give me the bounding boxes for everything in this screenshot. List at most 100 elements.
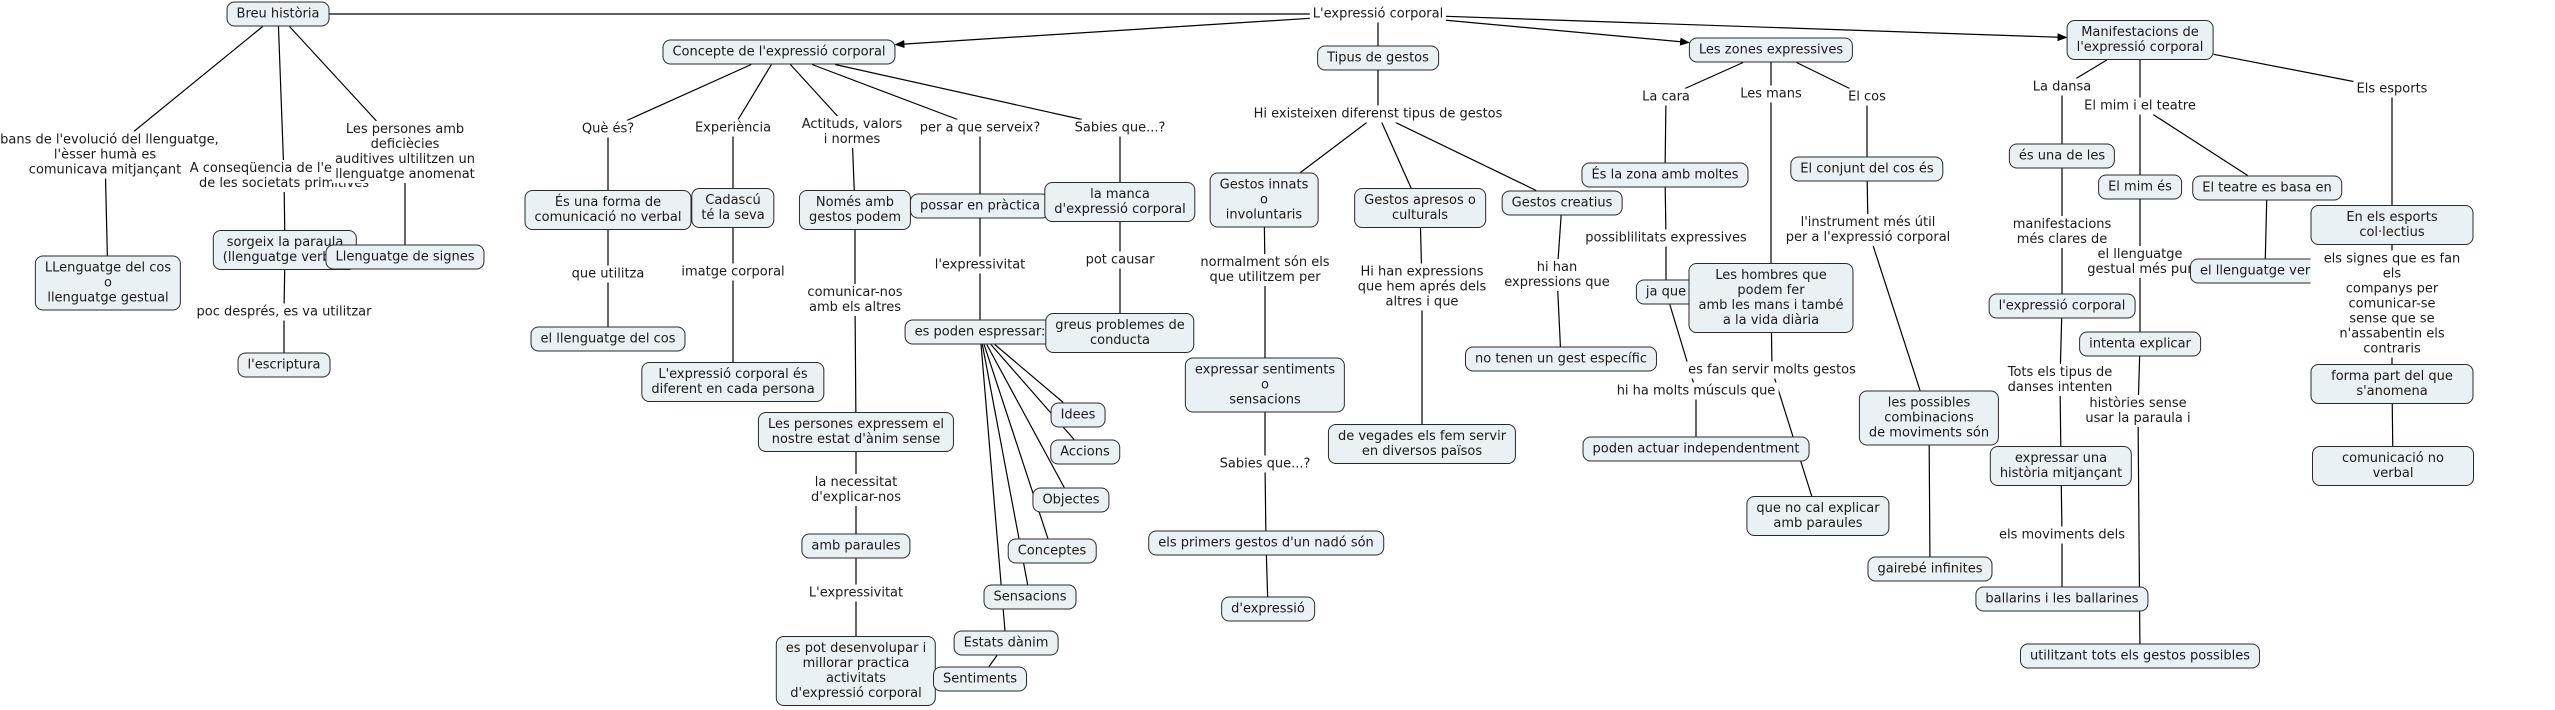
connector-formapart-to-comnoverbal <box>2391 403 2394 447</box>
concept-node-lexpcorp[interactable]: l'expressió corporal <box>1988 293 2136 319</box>
concept-node-jaque[interactable]: ja que <box>1635 279 1697 305</box>
connector-breu-to-l-abans <box>133 26 264 132</box>
link-label-l-normalment: normalment són els que utilitzem per <box>1197 254 1333 286</box>
concept-node-formapart[interactable]: forma part del que s'anomena <box>2310 364 2474 404</box>
concept-node-accions[interactable]: Accions <box>1050 439 1120 465</box>
link-label-l-manifest: manifestacions més clares de <box>2009 216 2115 248</box>
connector-zones-to-l-cos <box>1796 61 1850 90</box>
concept-node-diferent[interactable]: L'expressió corporal és diferent en cada… <box>641 362 825 402</box>
concept-node-elmimes[interactable]: El mim és <box>2098 174 2182 200</box>
concept-node-escriptura[interactable]: l'escriptura <box>237 352 331 378</box>
concept-node-zones[interactable]: Les zones expressives <box>1688 37 1854 63</box>
concept-node-gairebe[interactable]: gairebé infinites <box>1867 556 1993 582</box>
concept-node-manca[interactable]: la manca d'expressió corporal <box>1044 182 1196 222</box>
link-label-root: L'expressió corporal <box>1309 5 1447 23</box>
connector-l-cara-to-eslazona <box>1664 105 1667 163</box>
concept-node-creatius[interactable]: Gestos creatius <box>1501 190 1623 216</box>
concept-node-conceptes[interactable]: Conceptes <box>1007 538 1097 564</box>
concept-node-nomes[interactable]: Només amb gestos podem <box>798 190 912 230</box>
concept-node-possar[interactable]: possar en pràctica <box>909 193 1051 219</box>
concept-node-esunade[interactable]: és una de les <box>2008 143 2116 169</box>
concept-node-conjunt[interactable]: El conjunt del cos és <box>1790 156 1944 182</box>
connector-eslazona-to-l-possib <box>1664 187 1667 230</box>
link-label-l-muscul: hi ha molts músculs que <box>1613 382 1779 400</box>
connector-teatre-to-llverbal <box>2264 200 2268 259</box>
concept-node-primers[interactable]: els primers gestos d'un nadó són <box>1148 530 1384 556</box>
connector-expunahist-to-l-moviments <box>2060 485 2063 527</box>
connector-zones-to-l-cara <box>1684 61 1744 90</box>
concept-node-signes[interactable]: Llenguatge de signes <box>325 244 485 270</box>
connector-l-comunicar-to-lespersones <box>854 315 857 413</box>
concept-node-hombres[interactable]: Les hombres que podem fer amb les mans i… <box>1688 263 1854 333</box>
concept-node-sentiments[interactable]: Sentiments <box>933 666 1027 692</box>
concept-node-concepte[interactable]: Concepte de l'expressió corporal <box>662 39 896 65</box>
concept-node-tipus[interactable]: Tipus de gestos <box>1317 45 1439 71</box>
connector-l-abans-to-llcos <box>104 178 108 256</box>
concept-node-notenen[interactable]: no tenen un gest específic <box>1464 346 1658 372</box>
concept-node-espot[interactable]: es pot desenvolupar i millorar practica … <box>775 636 937 706</box>
connector-concepte-to-l-actituds <box>789 64 838 117</box>
connector-conjunt-to-l-instrument <box>1866 181 1869 215</box>
link-label-l-comunicar: comunicar-nos amb els altres <box>804 284 906 316</box>
concept-node-objectes[interactable]: Objectes <box>1032 487 1110 513</box>
connector-l-mim-to-teatre <box>2152 113 2248 177</box>
link-label-l-esports: Els esports <box>2353 80 2431 98</box>
concept-node-poden[interactable]: poden actuar independentment <box>1582 436 1810 462</box>
concept-node-breu[interactable]: Breu història <box>226 1 330 27</box>
link-label-l-exp: Experiència <box>691 119 775 137</box>
connector-root-to-concepte <box>894 17 1311 49</box>
link-label-l-que: Què és? <box>578 120 638 138</box>
concept-node-cadascu[interactable]: Cadascú té la seva <box>691 188 775 228</box>
concept-node-idees[interactable]: Idees <box>1050 402 1106 428</box>
connector-l-actituds-to-nomes <box>852 147 855 191</box>
concept-node-elllcos[interactable]: el llenguatge del cos <box>530 326 686 352</box>
concept-node-estats[interactable]: Estats dànim <box>953 630 1059 656</box>
link-label-l-sabies: Sabies que...? <box>1071 119 1169 137</box>
concept-node-esuna[interactable]: És una forma de comunicació no verbal <box>524 190 692 230</box>
connector-primers-to-dexpressio <box>1265 555 1269 597</box>
concept-node-greus[interactable]: greus problemes de conducta <box>1045 313 1195 353</box>
concept-node-utilitzant[interactable]: utilitzant tots els gestos possibles <box>2019 643 2261 669</box>
connector-l-instrument-to-possibles <box>1872 245 1921 391</box>
concept-node-teatre[interactable]: El teatre es basa en <box>2192 175 2342 201</box>
concept-node-innats[interactable]: Gestos innats o involuntaris <box>1209 172 1319 228</box>
concept-node-apresos[interactable]: Gestos apresos o culturals <box>1354 188 1486 228</box>
concept-node-lespersones[interactable]: Les persones expressem el nostre estat d… <box>757 412 955 452</box>
concept-node-expsent[interactable]: expressar sentiments o sensacions <box>1184 357 1346 413</box>
connector-breu-to-l-persones <box>289 26 377 122</box>
concept-node-expunahist[interactable]: expressar una història mitjançant <box>1989 446 2133 486</box>
concept-node-intenta[interactable]: intenta explicar <box>2079 331 2201 357</box>
link-label-l-dansa: La dansa <box>2029 78 2095 96</box>
link-label-l-hihan2: hi han expressions que <box>1501 259 1613 291</box>
link-label-l-abans: Abans de l'evolució del llenguatge, l'ès… <box>0 131 222 179</box>
concept-node-comnoverbal[interactable]: comunicació no verbal <box>2312 446 2474 486</box>
link-label-l-utilitza: que utilitza <box>568 265 648 283</box>
concept-node-quenocal[interactable]: que no cal explicar amb paraules <box>1746 496 1890 536</box>
link-label-l-poc: poc després, es va utilitzar <box>193 303 375 321</box>
concept-node-devegades[interactable]: de vegades els fem servir en diversos pa… <box>1327 424 1517 464</box>
link-label-l-imatge: imatge corporal <box>678 263 788 281</box>
concept-node-colectius[interactable]: En els esports col·lectius <box>2310 205 2474 245</box>
concept-node-ballarins[interactable]: ballarins i les ballarines <box>1975 586 2149 612</box>
concept-node-possibles[interactable]: les possibles combinacions de moviments … <box>1858 390 2000 446</box>
link-label-l-gestualpur: el llenguatge gestual més pur <box>2084 246 2196 278</box>
concept-node-dexpressio[interactable]: d'expressió <box>1221 596 1315 622</box>
connector-concepte-to-l-perque <box>811 63 958 121</box>
concept-node-ambparaules[interactable]: amb paraules <box>801 533 911 559</box>
concept-node-llcos[interactable]: LLenguatge del cos o llenguatge gestual <box>34 255 182 311</box>
connector-intenta-to-l-histories <box>2137 356 2141 396</box>
connector-espoden-to-idees <box>994 344 1064 403</box>
link-label-l-signes: els signes que es fan els companys per c… <box>2310 250 2474 358</box>
concept-node-sensacions[interactable]: Sensacions <box>983 584 1077 610</box>
connector-manif-to-l-dansa <box>2075 59 2108 80</box>
link-label-l-persones: Les persones amb deficiècies auditives u… <box>332 121 478 183</box>
connector-apresos-to-l-hihan <box>1419 227 1423 264</box>
link-label-l-esfan: es fan servir molts gestos <box>1685 361 1859 379</box>
concept-node-espoden[interactable]: es poden espressar: <box>904 319 1056 345</box>
connector-concepte-to-l-que <box>626 63 752 122</box>
concept-node-manif[interactable]: Manifestacions de l'expressió corporal <box>2066 20 2214 60</box>
link-label-l-mans: Les mans <box>1737 85 1805 103</box>
connector-l-hiexist-to-innats <box>1300 122 1368 173</box>
link-label-l-hiexist: Hi existeixen diferenst tipus de gestos <box>1250 105 1506 123</box>
concept-node-eslazona[interactable]: És la zona amb moltes <box>1581 162 1749 188</box>
